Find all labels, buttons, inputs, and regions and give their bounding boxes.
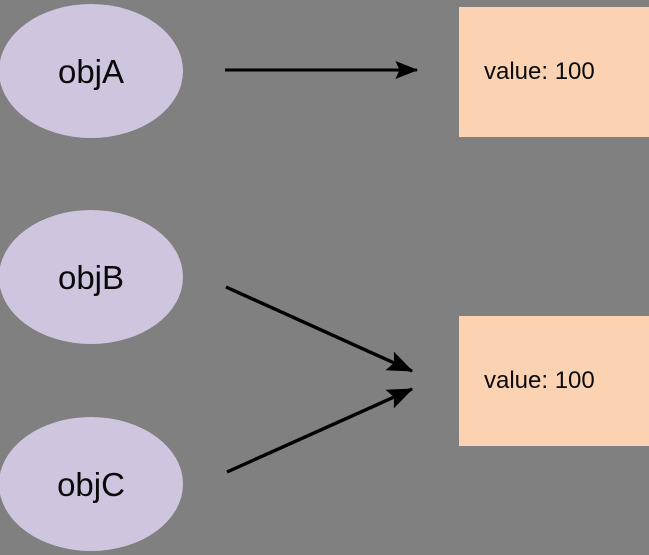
edge-objB-to-value-box-bottom xyxy=(225,285,414,373)
node-objb-label: objB xyxy=(57,258,125,296)
value-box-top[interactable]: value: 100 xyxy=(459,7,649,137)
node-objc[interactable]: objC xyxy=(0,417,183,551)
node-objb[interactable]: objB xyxy=(0,210,183,344)
value-box-bottom-label: value: 100 xyxy=(484,367,595,394)
node-obja[interactable]: objA xyxy=(0,4,183,138)
node-obja-label: objA xyxy=(57,52,125,90)
value-box-top-label: value: 100 xyxy=(484,58,595,85)
edge-objC-to-value-box-bottom xyxy=(226,387,414,474)
node-objc-label: objC xyxy=(57,465,125,503)
value-box-bottom[interactable]: value: 100 xyxy=(459,316,649,446)
